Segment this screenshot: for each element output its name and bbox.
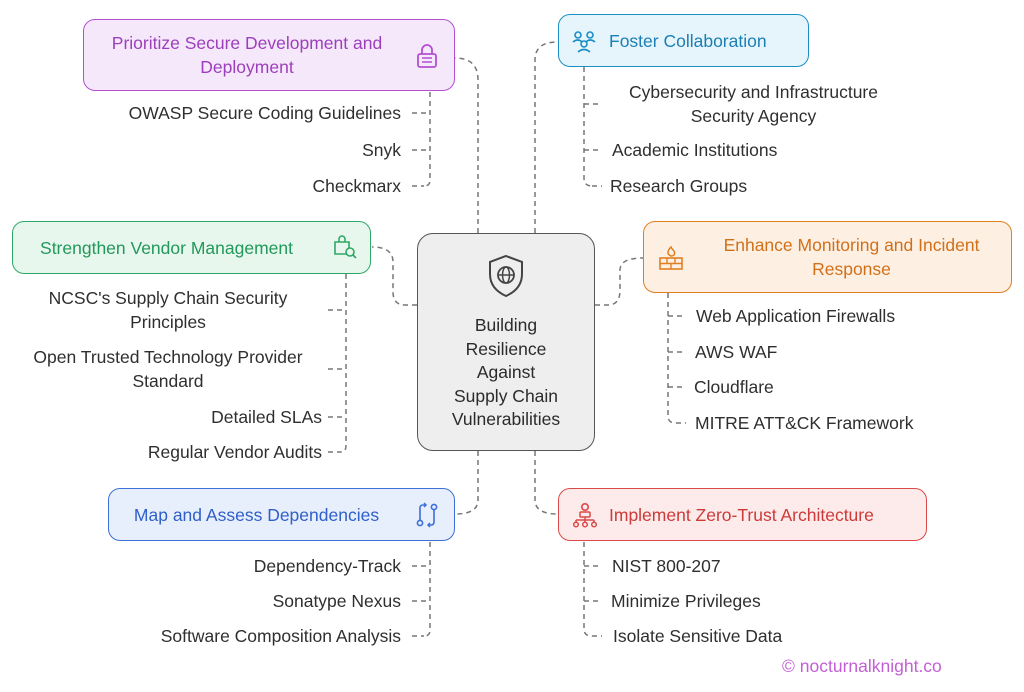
list-item: NCSC's Supply Chain Security Principles (18, 286, 318, 334)
center-title-line: Supply Chain (453, 385, 559, 406)
branch-title: Foster Collaboration (609, 29, 808, 53)
branch-title-line: Deployment (200, 57, 294, 77)
branch-title-line: Implement Zero-Trust Architecture (609, 504, 874, 525)
list-item: Academic Institutions (612, 140, 778, 160)
lock-icon (417, 44, 437, 68)
branch-title-line: Map and Assess Dependencies (133, 504, 380, 525)
firewall-icon (659, 245, 683, 270)
connector-dependencies (454, 451, 479, 515)
list-item: NIST 800-207 (612, 556, 721, 576)
branch-title-line: Strengthen Vendor Management (40, 237, 293, 258)
branch-vendor: Strengthen Vendor Management (12, 221, 371, 274)
branch-title: Prioritize Secure Development and Deploy… (84, 31, 410, 79)
git-compare-icon (416, 502, 438, 528)
globe-shield-icon (489, 254, 523, 298)
center-title-line: Against (476, 362, 536, 382)
list-item-line: Principles (130, 312, 206, 332)
list-item-line: Standard (132, 371, 204, 391)
list-item: Isolate Sensitive Data (613, 626, 783, 646)
branch-title-line: Prioritize Secure Development and (111, 33, 383, 53)
search-bag-icon (334, 235, 357, 259)
connector-secure-dev (454, 57, 479, 233)
list-item-line: Security Agency (690, 106, 817, 126)
list-item: Dependency-Track (253, 556, 401, 576)
list-item-line: NCSC's Supply Chain Security (48, 288, 288, 308)
list-item: Open Trusted Technology Provider Standar… (8, 345, 328, 393)
branch-monitoring: Enhance Monitoring and Incident Response (643, 221, 1012, 293)
center-title-line: Vulnerabilities (451, 409, 561, 429)
branch-secure-dev: Prioritize Secure Development and Deploy… (83, 19, 455, 91)
list-item-line: Cybersecurity and Infrastructure (629, 82, 878, 102)
list-item: Sonatype Nexus (272, 591, 401, 611)
center-node: Building Resilience Against Supply Chain… (417, 233, 595, 451)
copyright-text: © nocturnalknight.co (782, 656, 942, 676)
list-item: Snyk (362, 140, 401, 160)
branch-collaboration: Foster Collaboration (558, 14, 809, 67)
connector-vendor (371, 246, 417, 306)
list-item: Web Application Firewalls (696, 306, 896, 326)
center-title-line: Building (474, 315, 538, 335)
connector-monitoring (595, 257, 644, 306)
list-item: Cybersecurity and Infrastructure Securit… (606, 80, 901, 128)
list-item: Software Composition Analysis (160, 626, 401, 646)
branch-zerotrust: Implement Zero-Trust Architecture (558, 488, 927, 541)
connector-collaboration (534, 41, 558, 233)
branch-title: Map and Assess Dependencies (109, 503, 404, 527)
list-item: OWASP Secure Coding Guidelines (128, 103, 401, 123)
people-network-icon (572, 31, 596, 53)
list-item: Cloudflare (694, 377, 774, 397)
branch-title-line: Enhance Monitoring and Incident (723, 235, 980, 255)
branch-title: Implement Zero-Trust Architecture (609, 503, 926, 527)
list-item: AWS WAF (695, 342, 778, 362)
connector-zerotrust (534, 451, 559, 515)
leaf-line-vendor (339, 274, 347, 453)
list-item-line: Open Trusted Technology Provider (33, 347, 303, 367)
network-hierarchy-icon (572, 502, 598, 528)
leaf-line-monitoring (667, 293, 677, 424)
list-item: Research Groups (610, 176, 748, 196)
leaf-line-secure-dev (423, 92, 431, 187)
branch-title: Strengthen Vendor Management (13, 236, 320, 260)
branch-title-line: Foster Collaboration (609, 30, 767, 51)
leaf-line-zerotrust (583, 542, 593, 637)
leaf-line-dependencies (423, 542, 431, 637)
center-title: Building Resilience Against Supply Chain… (418, 314, 594, 432)
list-item: MITRE ATT&CK Framework (695, 413, 914, 433)
branch-title-line: Response (812, 259, 891, 279)
branch-title: Enhance Monitoring and Incident Response (692, 233, 1011, 281)
list-item: Checkmarx (312, 176, 402, 196)
list-item: Detailed SLAs (211, 407, 322, 427)
list-item: Regular Vendor Audits (147, 442, 322, 462)
branch-dependencies: Map and Assess Dependencies (108, 488, 455, 541)
list-item: Minimize Privileges (611, 591, 761, 611)
leaf-line-collaboration (583, 67, 593, 187)
center-title-line: Resilience (465, 338, 547, 359)
